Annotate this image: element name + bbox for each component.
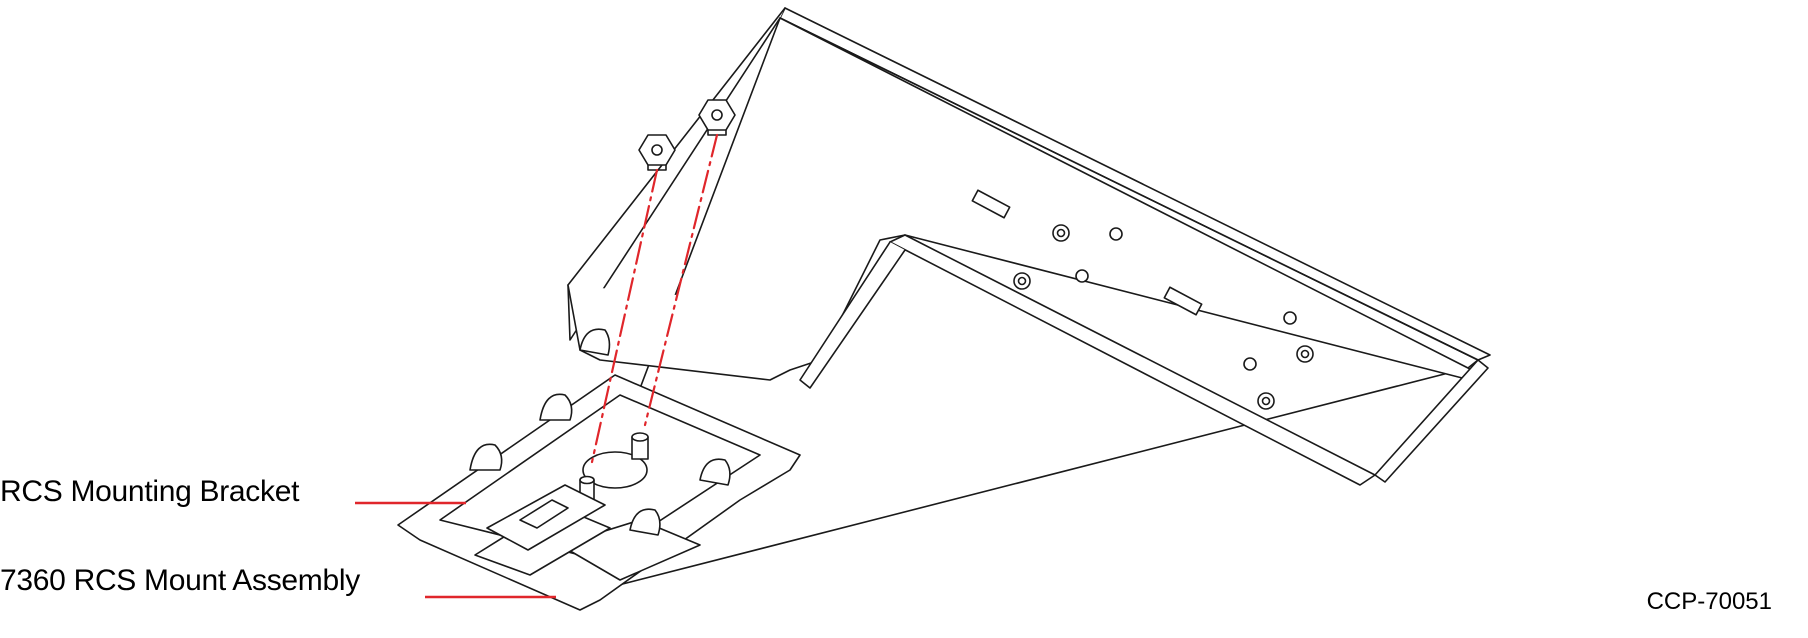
- callout-mounting-bracket: RCS Mounting Bracket: [0, 475, 300, 508]
- bracket-arm: [559, 7, 1491, 601]
- mount-base-plate: [397, 328, 801, 611]
- arm-holes: [971, 189, 1314, 410]
- drawing-code: CCP-70051: [1646, 588, 1772, 615]
- assembly-axis-right: [643, 133, 719, 427]
- callout-mount-assembly: 7360 RCS Mount Assembly: [0, 564, 360, 597]
- assembly-axis-left: [590, 168, 659, 464]
- hex-nut-left: [638, 134, 676, 171]
